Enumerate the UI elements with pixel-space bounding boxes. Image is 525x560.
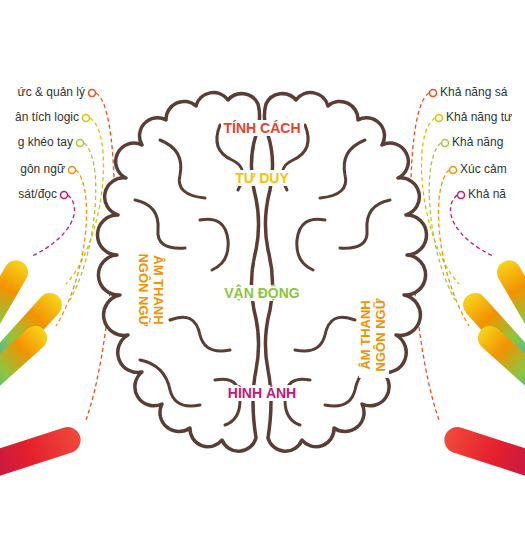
region-label: VẬN ĐỘNG <box>221 285 302 301</box>
region-label: TÍNH CÁCH <box>221 120 304 136</box>
function-label: Xúc cảm <box>460 163 507 177</box>
region-label: TƯ DUY <box>232 170 292 186</box>
function-label: Khả năng sá <box>440 86 507 100</box>
function-label: Khả năng tư <box>446 111 512 125</box>
function-label: ân tích logic <box>15 111 79 125</box>
region-label: HÌNH ẢNH <box>225 385 299 401</box>
function-label: Khả năng <box>452 136 503 150</box>
function-label: ức & quản lý <box>18 86 85 100</box>
right-hand <box>441 256 525 482</box>
function-label: Khả nă <box>468 188 506 202</box>
function-label: g khéo tay <box>18 136 73 150</box>
function-label: sát/đọc <box>18 188 57 202</box>
region-label: ÂM THANH NGÔN NGỮ <box>359 292 389 378</box>
brain-outline <box>97 93 426 452</box>
brain-gyri <box>135 125 390 425</box>
function-label: gôn ngữ <box>20 163 65 177</box>
left-hand <box>0 256 84 482</box>
leader-lines <box>32 93 493 420</box>
region-label: ÂM THANH NGÔN NGỮ <box>135 247 165 333</box>
